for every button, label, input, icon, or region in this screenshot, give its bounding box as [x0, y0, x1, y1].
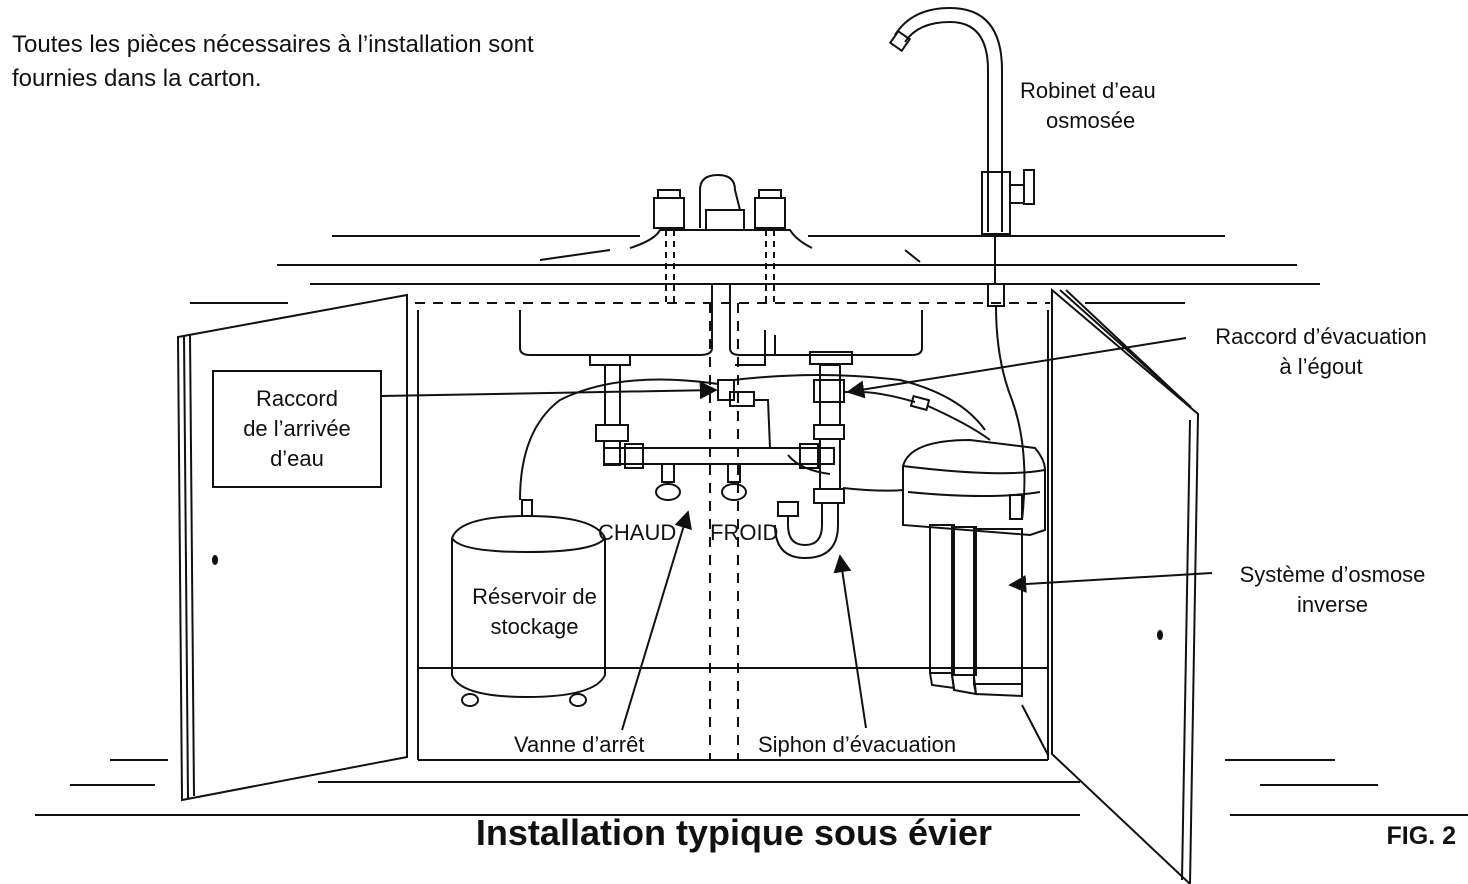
cabinet	[35, 302, 1468, 816]
storage-tank	[451, 499, 606, 707]
inlet-label-line-2: de l’arrivée	[243, 416, 351, 441]
diagram-title: Installation typique sous évier	[475, 812, 993, 853]
inlet-label-line-3: d’eau	[270, 446, 324, 471]
intro-text: Toutes les pièces nécessaires à l’instal…	[12, 28, 534, 96]
inlet-label-line-1: Raccord	[256, 386, 338, 411]
ro-system-label: Système d’osmose inverse	[1210, 560, 1455, 620]
shutoff-valve-label: Vanne d’arrêt	[514, 732, 645, 757]
drain-trap	[774, 364, 991, 560]
cold-label: FROID	[710, 520, 779, 545]
sink-faucet	[653, 173, 786, 303]
tank-label-line-1: Réservoir de	[472, 584, 597, 609]
hot-label: CHAUD	[598, 520, 677, 545]
leader-arrows	[379, 337, 1213, 731]
ro-faucet-label-line-2: osmosée	[1046, 108, 1136, 133]
sink-basins	[519, 285, 923, 366]
drain-connection-label-line-1: Raccord d’évacuation	[1215, 324, 1427, 349]
figure-number: FIG. 2	[1386, 822, 1456, 850]
storage-tank-label: Réservoir de stockage	[452, 582, 617, 642]
drain-trap-label: Siphon d’évacuation	[758, 732, 957, 757]
ro-unit	[902, 438, 1046, 698]
ro-faucet-label-line-1: Robinet d’eau	[1020, 78, 1156, 103]
right-door	[1051, 287, 1200, 884]
ro-faucet-label: Robinet d’eau osmosée	[1020, 76, 1156, 136]
drain-connection-label: Raccord d’évacuation à l’égout	[1186, 322, 1456, 382]
ro-system-label-line-2: inverse	[1297, 592, 1368, 617]
inlet-connection-label-box: Raccord de l’arrivée d’eau	[212, 370, 382, 488]
tank-label-line-2: stockage	[490, 614, 579, 639]
intro-line-2: fournies dans la carton.	[12, 65, 262, 92]
left-door	[176, 293, 408, 802]
drain-connection-label-line-2: à l’égout	[1279, 354, 1363, 379]
ro-system-label-line-1: Système d’osmose	[1239, 562, 1426, 587]
countertop	[277, 229, 1320, 285]
intro-line-1: Toutes les pièces nécessaires à l’instal…	[12, 31, 534, 58]
ro-faucet	[888, 6, 1035, 521]
tubing	[519, 374, 986, 501]
